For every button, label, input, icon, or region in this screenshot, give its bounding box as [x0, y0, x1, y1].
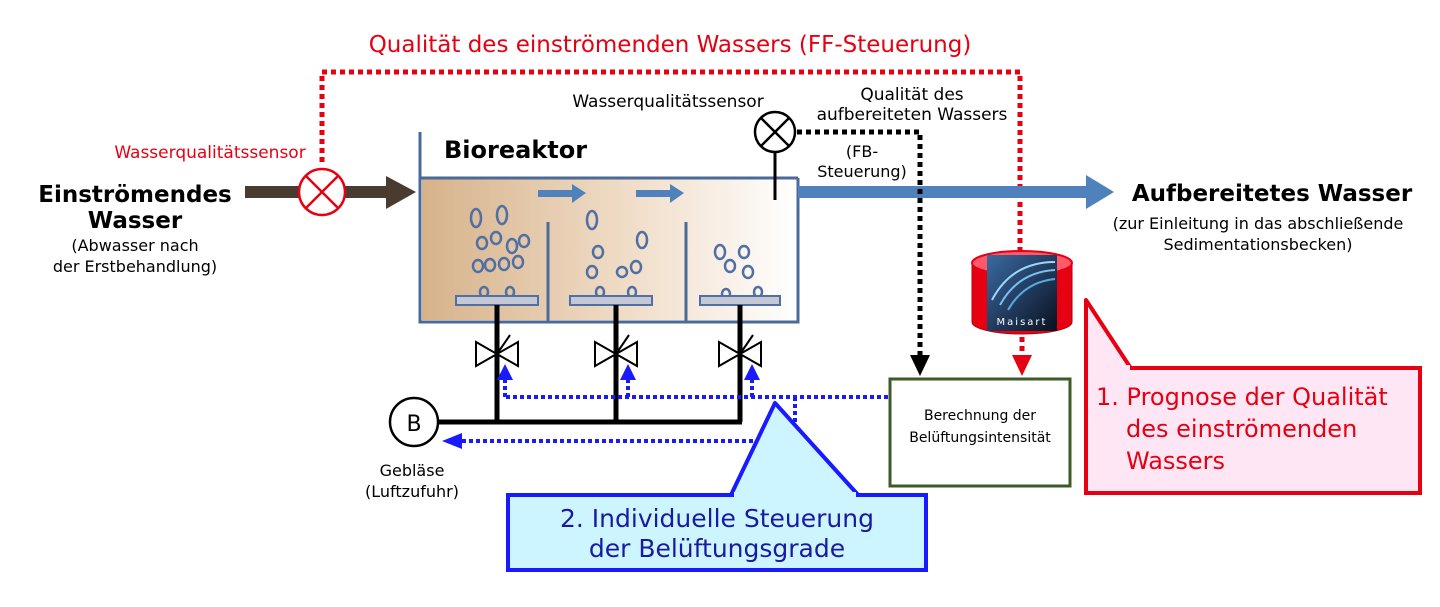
tank-flow-arrows	[538, 184, 684, 203]
callout-forecast	[1084, 298, 1422, 495]
bioreactor-label: Bioreaktor	[444, 136, 587, 164]
treated-quality-1: Qualität des	[860, 85, 963, 105]
callout-forecast-1: 1. Prognose der Qualität	[1096, 383, 1388, 411]
outflow-sub-2: Sedimentationsbecken)	[1164, 235, 1353, 254]
fb-arrowhead	[910, 355, 930, 376]
callout-forecast-3: Wassers	[1126, 447, 1225, 475]
ff-control-label: Qualität des einströmenden Wassers (FF-S…	[369, 32, 972, 58]
fb-control-1: (FB-	[846, 142, 878, 161]
outflow-sensor-label: Wasserqualitätssensor	[572, 92, 763, 112]
outflow-sub-1: (zur Einleitung in das abschließende	[1113, 214, 1404, 233]
outflow-arrow	[798, 175, 1114, 209]
calc-box	[888, 377, 1072, 488]
blower-icon	[388, 396, 440, 448]
inflow-sub-1: (Abwasser nach	[71, 236, 198, 255]
maisart-logo-text: Maisart	[997, 317, 1048, 328]
fb-control-2: Steuerung)	[817, 162, 907, 181]
maisart-ai-icon	[971, 250, 1073, 335]
blower-label-2: (Luftzufuhr)	[365, 482, 459, 501]
calc-label-2: Belüftungsintensität	[909, 430, 1051, 446]
inflow-sensor-icon	[297, 167, 347, 217]
blower-symbol: B	[406, 412, 421, 437]
air-diffusers	[455, 295, 781, 306]
fb-control-line	[797, 129, 923, 355]
outflow-sensor-icon	[753, 110, 797, 154]
callout-individual-1: 2. Individuelle Steuerung	[560, 504, 874, 533]
valve-icon	[475, 334, 762, 368]
outflow-title: Aufbereitetes Wasser	[1132, 181, 1413, 207]
inflow-title-2: Wasser	[88, 208, 183, 234]
aeration-arrowheads	[442, 364, 760, 449]
inflow-sub-2: der Erstbehandlung)	[53, 257, 217, 276]
treated-quality-2: aufbereiteten Wassers	[817, 105, 1008, 125]
callout-individual-control	[506, 401, 928, 572]
callout-forecast-2: des einströmenden	[1126, 415, 1357, 443]
aeration-control-lines	[460, 380, 888, 443]
callout-individual-2: der Belüftungsgrade	[589, 534, 845, 563]
bioreactor-tank	[418, 132, 800, 324]
air-pipes	[434, 305, 743, 425]
inflow-sensor-label: Wasserqualitätssensor	[114, 143, 305, 163]
ff-arrowhead	[1012, 355, 1032, 376]
blower-label-1: Gebläse	[380, 461, 445, 480]
calc-label-1: Berechnung der	[924, 408, 1036, 424]
air-bubbles	[469, 204, 764, 301]
inflow-title-1: Einströmendes	[38, 182, 232, 208]
